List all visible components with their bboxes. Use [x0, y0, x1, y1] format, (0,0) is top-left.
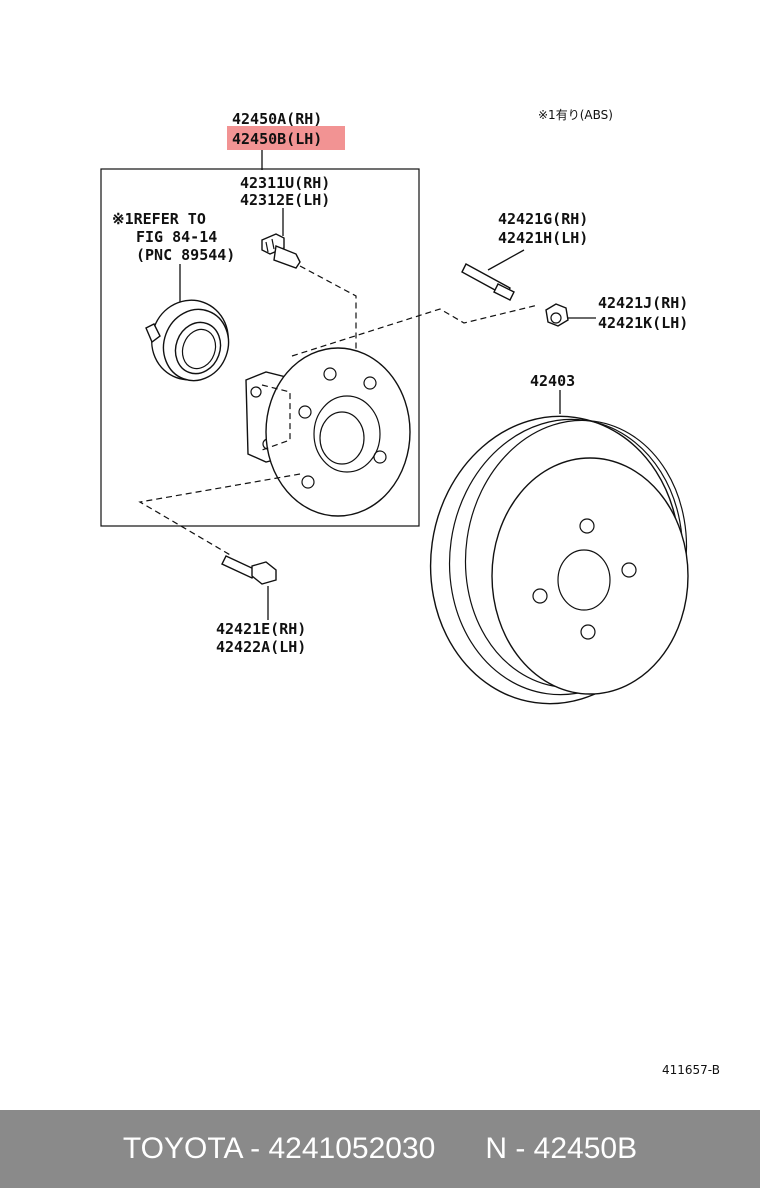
- label-nut-rh[interactable]: 42421J(RH): [598, 294, 688, 312]
- label-refer-line2: FIG 84-14: [136, 228, 217, 246]
- highlight-box: [227, 126, 345, 150]
- label-abs-note: ※1有り(ABS): [538, 108, 613, 122]
- hub-stud-part[interactable]: [461, 263, 515, 301]
- abs-sensor-ring-part[interactable]: [141, 289, 240, 390]
- hub-bolt-part[interactable]: [261, 233, 301, 269]
- hub-flange-part[interactable]: [245, 347, 411, 517]
- label-ref-code: 411657-B: [662, 1063, 720, 1077]
- label-drum[interactable]: 42403: [530, 372, 575, 390]
- bottom-bolt-part[interactable]: [221, 555, 277, 585]
- leader-stud: [487, 249, 525, 271]
- footer-brand-part: TOYOTA - 4241052030: [122, 1132, 436, 1165]
- label-hub-bolt-lh[interactable]: 42312E(LH): [240, 191, 330, 209]
- label-hub-assy-rh[interactable]: 42450A(RH): [232, 110, 322, 128]
- label-stud-lh[interactable]: 42421H(LH): [498, 229, 588, 247]
- label-bottom-bolt-rh[interactable]: 42421E(RH): [216, 620, 306, 638]
- parts-diagram: 42450A(RH) 42450B(LH) ※1有り(ABS) 42311U(R…: [100, 108, 720, 1077]
- footer-ref: N - 42450B: [485, 1132, 638, 1165]
- label-nut-lh[interactable]: 42421K(LH): [598, 314, 688, 332]
- label-refer-line3: (PNC 89544): [136, 246, 235, 264]
- label-hub-assy-lh[interactable]: 42450B(LH): [232, 130, 322, 148]
- brake-drum-part[interactable]: [412, 400, 703, 720]
- dashline-stud: [291, 304, 539, 357]
- footer-spacer: [435, 1132, 485, 1166]
- assembly-group-box: [100, 168, 420, 527]
- label-hub-bolt-rh[interactable]: 42311U(RH): [240, 174, 330, 192]
- label-refer-line1: ※1REFER TO: [112, 210, 206, 228]
- hub-nut-part[interactable]: [545, 303, 569, 327]
- dashline-bottom-bolt: [138, 473, 301, 557]
- label-bottom-bolt-lh[interactable]: 42422A(LH): [216, 638, 306, 656]
- dashline-flange: [261, 384, 291, 451]
- footer-bar: TOYOTA - 4241052030 N - 42450B: [0, 1110, 760, 1188]
- label-stud-rh[interactable]: 42421G(RH): [498, 210, 588, 228]
